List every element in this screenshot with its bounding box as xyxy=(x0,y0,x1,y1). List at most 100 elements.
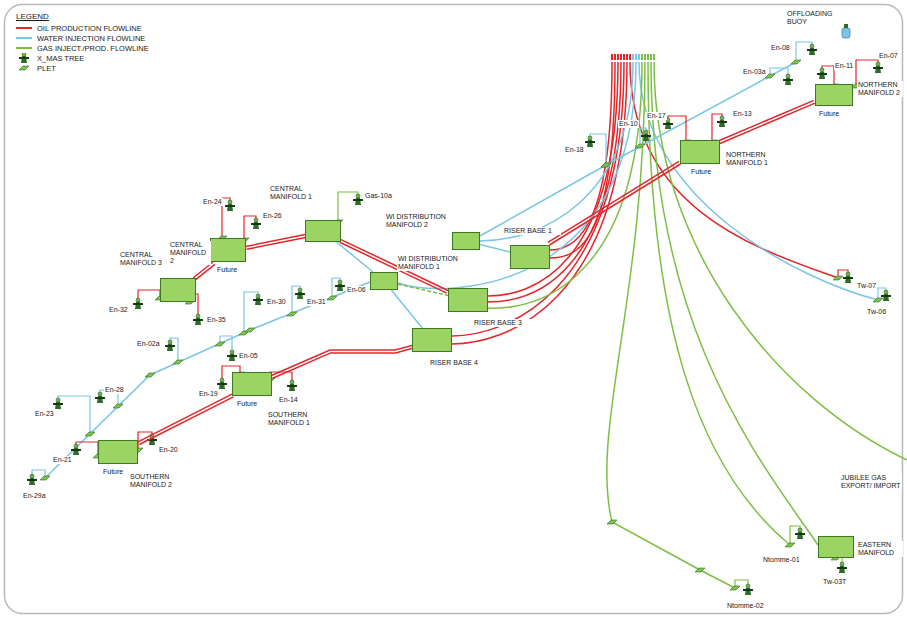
xmas-tree-symbol xyxy=(253,294,263,305)
manifold-box: NORTHERN MANIFOLD 1 xyxy=(680,140,720,164)
xmas-tree-symbol xyxy=(71,444,81,455)
xmas-tree-symbol xyxy=(287,380,297,391)
manifold-label: CENTRAL MANIFOLD 2 xyxy=(169,241,211,265)
legend-icon xyxy=(16,53,32,63)
well-label: En-23 xyxy=(34,410,55,418)
manifold-box: CENTRAL MANIFOLD 1 xyxy=(305,220,341,242)
hang-off-mark xyxy=(626,54,628,60)
well-label: En-24 xyxy=(202,198,223,206)
legend-row: OIL PRODUCTION FLOWLINE xyxy=(16,23,149,33)
frame-border xyxy=(5,5,903,614)
legend-icon xyxy=(16,63,32,73)
well-label: En-14 xyxy=(278,396,299,404)
flowline-pair xyxy=(719,100,814,140)
flowline xyxy=(607,62,735,588)
legend-row: GAS INJECT./PROD. FLOWLINE xyxy=(16,43,149,53)
xmas-tree-symbol xyxy=(585,136,595,147)
plet-symbol xyxy=(601,163,611,167)
flowline xyxy=(272,345,412,375)
hang-off-mark xyxy=(653,54,655,60)
well-label: En-10 xyxy=(618,120,639,128)
hang-off-mark xyxy=(620,54,622,60)
manifold-box: RISER BASE 4 xyxy=(412,328,452,352)
well-label: Ntomme-02 xyxy=(726,602,765,610)
well-label: En-28 xyxy=(104,386,125,394)
xmas-tree-symbol xyxy=(817,68,827,79)
manifold-label: SOUTHERN MANIFOLD 2 xyxy=(129,473,177,489)
hang-off-mark xyxy=(641,54,643,60)
legend-row: X_MAS TREE xyxy=(16,53,149,63)
manifold-box: RISER BASE 3 xyxy=(448,288,488,312)
legend-sample xyxy=(16,33,34,43)
legend-swatch xyxy=(16,27,32,29)
manifold-label: RISER BASE 4 xyxy=(429,359,487,367)
well-label: En-18 xyxy=(564,146,585,154)
well-label: Ntomme-01 xyxy=(762,556,801,564)
manifold-label: NORTHERN MANIFOLD 2 xyxy=(857,81,903,97)
legend-swatch xyxy=(16,37,32,39)
well-label: En-19 xyxy=(198,390,219,398)
well-label: En-26 xyxy=(262,212,283,220)
plet-symbol xyxy=(607,520,617,524)
well-label: En-13 xyxy=(732,110,753,118)
xmas-tree-symbol xyxy=(353,194,363,205)
xmas-tree-symbol xyxy=(19,53,29,63)
flowline xyxy=(480,245,510,253)
well-label: En-29a xyxy=(22,492,47,500)
flowline xyxy=(138,394,232,442)
xmas-tree-symbol xyxy=(717,116,727,127)
riser-flowline xyxy=(651,62,818,545)
flowline xyxy=(246,235,305,247)
well-label: En-35 xyxy=(206,316,227,324)
xmas-tree-symbol xyxy=(335,280,345,291)
legend-sample xyxy=(16,23,34,33)
well-label: En-05 xyxy=(238,352,259,360)
flowline-pair xyxy=(247,238,306,250)
jumper-line xyxy=(58,396,90,434)
plet-symbol xyxy=(833,276,843,280)
riser-flowline xyxy=(630,62,838,278)
flowline-pair xyxy=(195,264,215,280)
legend-row: WATER INJECTION FLOWLINE xyxy=(16,33,149,43)
hang-off-mark xyxy=(623,54,625,60)
manifold-box: EASTERN MANIFOLD xyxy=(818,536,854,558)
legend-box: LEGENDOIL PRODUCTION FLOWLINEWATER INJEC… xyxy=(16,12,149,73)
hang-off-mark xyxy=(644,54,646,60)
well-label: En-31 xyxy=(306,298,327,306)
manifold-label: EASTERN MANIFOLD xyxy=(857,541,903,557)
flowline xyxy=(720,103,815,143)
well-label: En-11 xyxy=(834,62,854,70)
plet-symbol xyxy=(327,296,337,300)
field-label: Future xyxy=(818,110,840,118)
legend-text: OIL PRODUCTION FLOWLINE xyxy=(37,24,142,33)
xmas-tree-symbol xyxy=(783,74,793,85)
xmas-tree-symbol xyxy=(795,528,805,539)
plet-symbol xyxy=(730,586,740,590)
xmas-tree-symbol xyxy=(837,562,847,573)
well-label: En-17 xyxy=(646,112,667,120)
manifold-label: WI DISTRIBUTION MANIFOLD 2 xyxy=(385,213,457,229)
hang-off-mark xyxy=(611,54,613,60)
xmas-tree-symbol xyxy=(227,350,237,361)
plet-symbol xyxy=(145,373,155,377)
legend-row: PLET xyxy=(16,63,149,73)
hang-off-mark xyxy=(614,54,616,60)
offloading-buoy-symbol xyxy=(842,24,850,38)
riser-flowline xyxy=(480,62,633,241)
flowline xyxy=(391,290,422,328)
hang-off-mark xyxy=(632,54,634,60)
manifold-label: RISER BASE 3 xyxy=(473,319,531,327)
manifold-label: SOUTHERN MANIFOLD 1 xyxy=(267,411,315,427)
riser-flowline xyxy=(398,62,636,288)
field-label: OFFLOADING BUOY xyxy=(786,10,840,26)
plet-symbol xyxy=(635,144,645,148)
plet-symbol xyxy=(791,60,801,64)
plet-symbol xyxy=(601,163,611,167)
manifold-label: WI DISTRIBUTION MANIFOLD 1 xyxy=(397,255,469,271)
xmas-tree-symbol xyxy=(743,584,753,595)
xmas-tree-symbol xyxy=(251,218,261,229)
plet-symbol xyxy=(85,432,95,436)
xmas-tree-symbol xyxy=(873,62,883,73)
legend-swatch xyxy=(16,47,32,49)
well-label: Tw-06 xyxy=(866,308,887,316)
